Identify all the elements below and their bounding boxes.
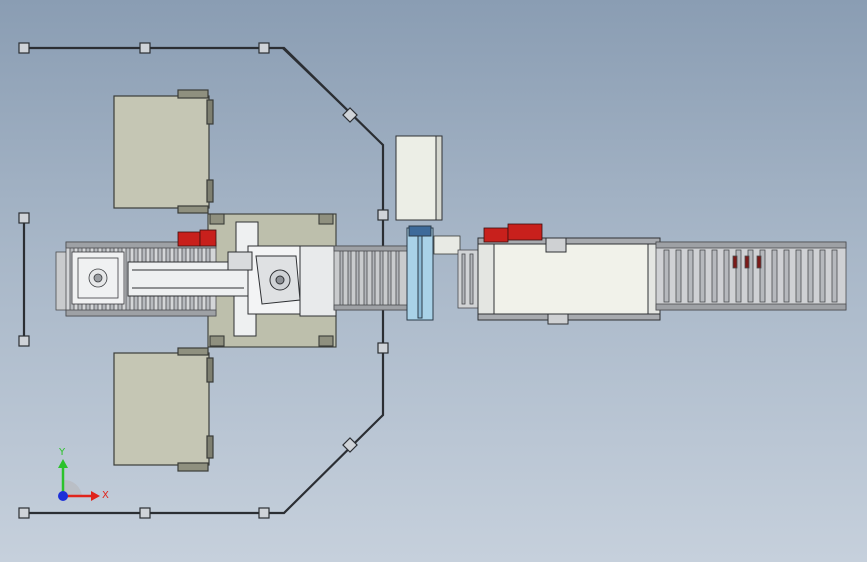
middle-conveyor <box>333 245 409 311</box>
robot-arm <box>127 221 337 337</box>
sealing-module <box>477 237 661 325</box>
control-box <box>433 235 461 255</box>
fence-posts <box>18 42 389 519</box>
inspection-unit <box>406 225 434 321</box>
y-axis-label: Y <box>58 447 66 458</box>
module-motor-2 <box>507 223 543 241</box>
infeed-motor <box>177 231 201 247</box>
z-axis-dot <box>58 491 68 501</box>
module-motor <box>483 227 509 243</box>
outfeed-conveyor <box>655 241 847 311</box>
coordinate-triad <box>58 459 100 501</box>
x-axis-label: X <box>102 490 109 501</box>
upper-pallet-cabinet <box>113 89 214 214</box>
electrical-cabinet <box>395 135 443 221</box>
infeed-motor-2 <box>199 229 217 247</box>
lower-pallet-cabinet <box>113 347 214 472</box>
